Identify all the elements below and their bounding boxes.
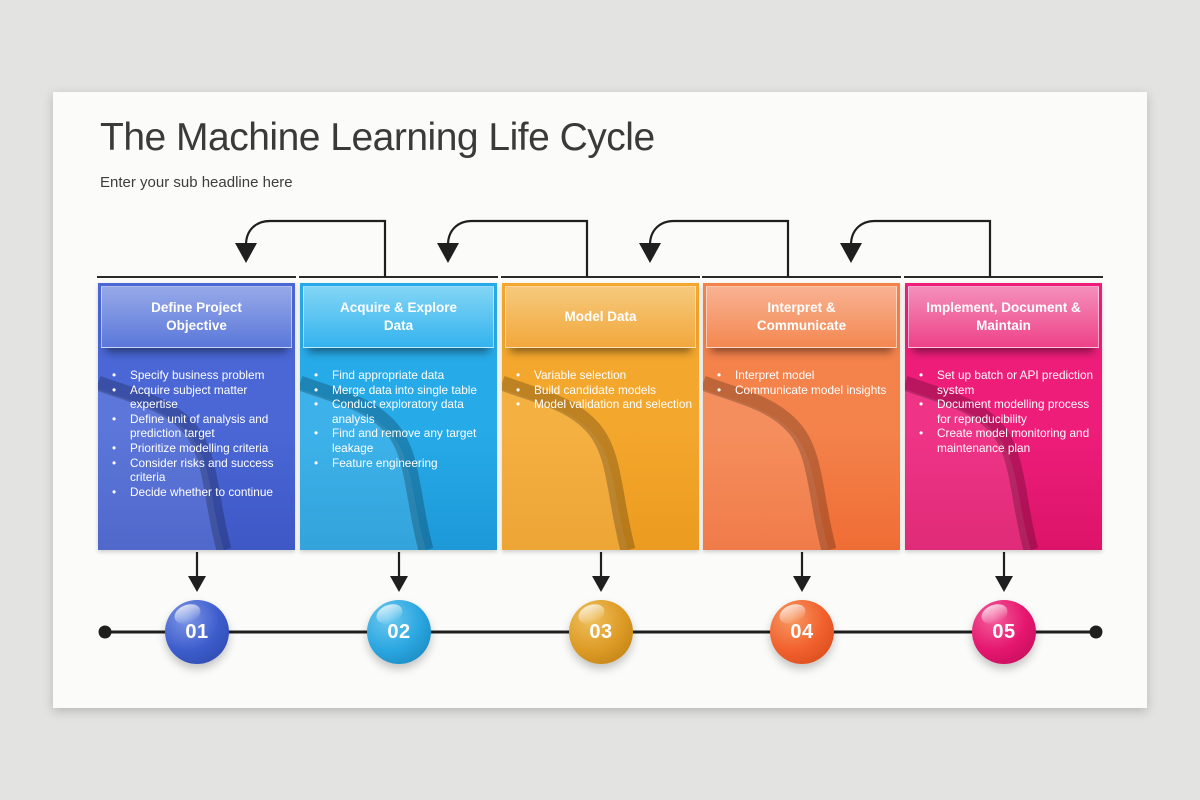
bullet-item: •Define unit of analysis and prediction … [112,411,269,441]
stage-title: Define Project Objective [151,300,242,333]
stage-title: Acquire & Explore Data [339,300,458,333]
stage-card-acquire-explore-data: Acquire & Explore Data •Find appropriate… [300,283,497,550]
bullet-item: •Consider risks and success criteria [112,455,274,485]
bullet-item: •Find appropriate data [314,368,445,382]
bullet-item: •Communicate model insights [717,382,887,397]
bullet-item: •Variable selection [516,368,627,382]
step-number: 01 [185,620,209,643]
stage-title: Interpret & Communicate [756,300,847,333]
bullet-item: •Interpret model [717,368,815,382]
stage-card-define-project-objective: Define Project Objective •Specify busine… [98,283,295,550]
bullet-item: •Merge data into single table [314,382,477,397]
step-number: 05 [992,620,1016,643]
bullet-item: •Prioritize modelling criteria [112,440,269,455]
stage-bullets: •Variable selection•Build candidate mode… [502,368,699,412]
stage-card-interpret-communicate: Interpret & Communicate •Interpret model… [703,283,900,550]
bullet-item: •Create model monitoring and maintenance… [919,426,1090,455]
stage-card-model-data: Model Data •Variable selection•Build can… [502,283,699,550]
swoosh-decoration [703,375,837,550]
bullet-item: •Model validation and selection [516,397,693,412]
step-marker-03: 03 [569,600,633,664]
stage-bullets: •Specify business problem•Acquire subjec… [98,368,295,499]
step-number: 03 [589,620,613,643]
step-marker-04: 04 [770,600,834,664]
stage-header: Implement, Document & Maintain [908,286,1099,348]
bullet-item: •Feature engineering [314,455,438,470]
bullet-item: •Build candidate models [516,382,656,397]
swoosh-decoration [905,375,1039,550]
stage-header: Model Data [505,286,696,348]
slide-subtitle: Enter your sub headline here [100,174,293,191]
bullet-item: •Specify business problem [112,368,265,382]
swoosh-decoration [300,375,434,550]
stage-bullets: •Interpret model•Communicate model insig… [703,368,900,397]
swoosh-decoration [98,375,232,550]
bullet-item: •Find and remove any target leakage [314,426,477,455]
step-marker-01: 01 [165,600,229,664]
stage-bullets: •Find appropriate data•Merge data into s… [300,368,497,470]
stage-card-implement-document-maintain: Implement, Document & Maintain •Set up b… [905,283,1102,550]
step-number: 02 [387,620,411,643]
swoosh-decoration [502,375,636,550]
bullet-item: •Set up batch or API prediction system [919,368,1094,397]
stage-header: Acquire & Explore Data [303,286,494,348]
stage-header: Interpret & Communicate [706,286,897,348]
stage-title: Implement, Document & Maintain [926,300,1081,333]
step-number: 04 [790,620,814,643]
slide-title: The Machine Learning Life Cycle [100,116,655,159]
stage-header: Define Project Objective [101,286,292,348]
step-marker-05: 05 [972,600,1036,664]
bullet-item: •Document modelling process for reproduc… [919,397,1090,426]
bullet-item: •Conduct exploratory data analysis [314,397,464,426]
bullet-item: •Decide whether to continue [112,484,273,499]
step-marker-02: 02 [367,600,431,664]
bullet-item: •Acquire subject matter expertise [112,382,248,412]
stage-title: Model Data [564,309,637,325]
stage-bullets: •Set up batch or API prediction system•D… [905,368,1102,456]
